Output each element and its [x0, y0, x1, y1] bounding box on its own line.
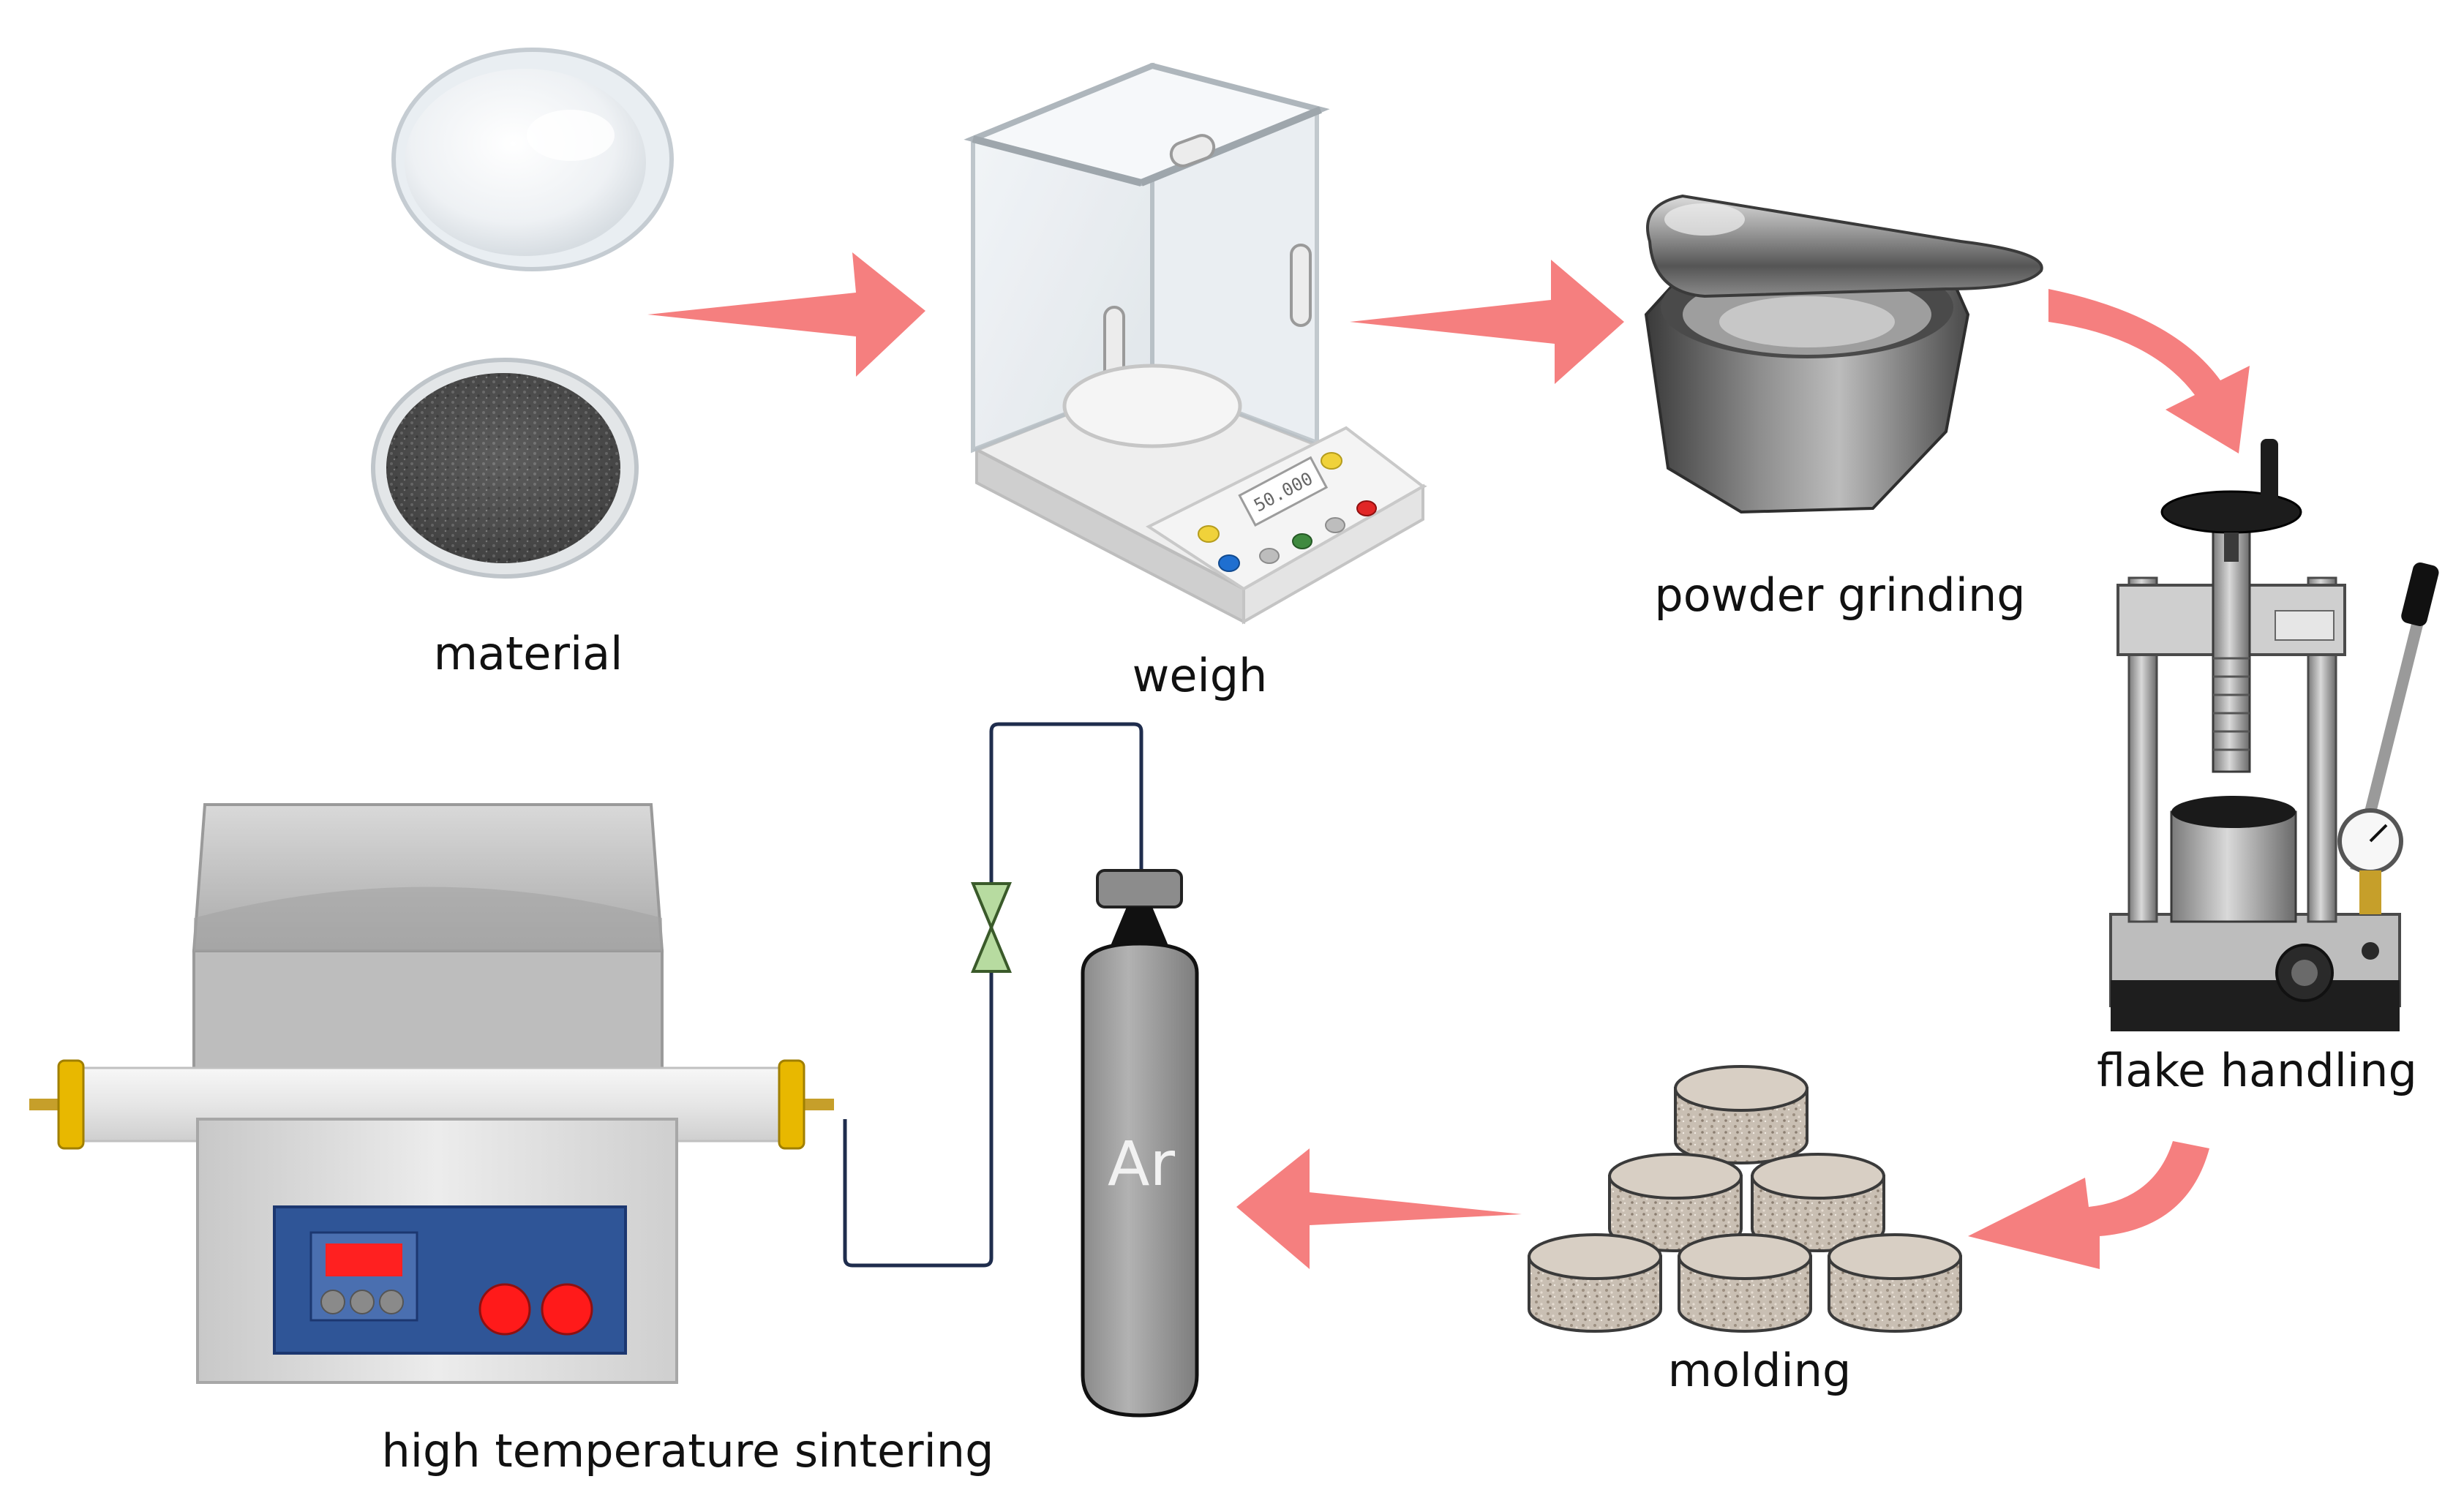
- balance-key-grey-1[interactable]: [1259, 548, 1280, 564]
- label-high-temperature-sintering: high temperature sintering: [382, 1424, 994, 1478]
- label-weigh: weigh: [1133, 649, 1268, 702]
- gas-cylinder-label: Ar: [1108, 1128, 1175, 1200]
- arrow-material-to-weigh: [647, 252, 925, 377]
- label-molding: molding: [1668, 1344, 1852, 1397]
- arrow-weigh-to-grinding: [1350, 260, 1624, 384]
- molded-pellets: [1528, 1065, 1962, 1333]
- furnace-temperature-display: [326, 1243, 402, 1276]
- material-dark-powder-dish: [371, 358, 639, 579]
- balance-key-red[interactable]: [1356, 500, 1377, 516]
- furnace-button-2[interactable]: [541, 1283, 593, 1336]
- material-white-powder-dish: [391, 48, 674, 271]
- furnace-key-1[interactable]: [320, 1290, 345, 1314]
- gas-valve[interactable]: [971, 882, 1012, 973]
- furnace-key-3[interactable]: [379, 1290, 404, 1314]
- furnace-key-2[interactable]: [350, 1290, 375, 1314]
- argon-gas-cylinder: Ar: [1081, 869, 1199, 1418]
- tube-furnace: [29, 803, 834, 1384]
- gas-line: [843, 722, 1143, 1268]
- furnace-button-1[interactable]: [478, 1283, 531, 1336]
- mortar-and-pestle: [1644, 194, 2043, 514]
- arrow-press-to-molding: [1968, 1141, 2209, 1269]
- arrow-molding-to-sintering: [1236, 1148, 1522, 1269]
- label-material: material: [434, 627, 623, 680]
- arrow-grinding-to-press: [2048, 289, 2250, 454]
- balance-key-grey-2[interactable]: [1325, 517, 1345, 533]
- balance-key-yellow-1[interactable]: [1198, 525, 1220, 543]
- balance-key-green[interactable]: [1292, 533, 1312, 549]
- balance-key-yellow-2[interactable]: [1321, 452, 1342, 470]
- label-flake-handling: flake handling: [2097, 1044, 2417, 1097]
- label-powder-grinding: powder grinding: [1654, 568, 2025, 622]
- analytical-balance: 50.000: [964, 62, 1427, 625]
- balance-key-blue[interactable]: [1218, 554, 1240, 572]
- hydraulic-press: [2109, 439, 2439, 1031]
